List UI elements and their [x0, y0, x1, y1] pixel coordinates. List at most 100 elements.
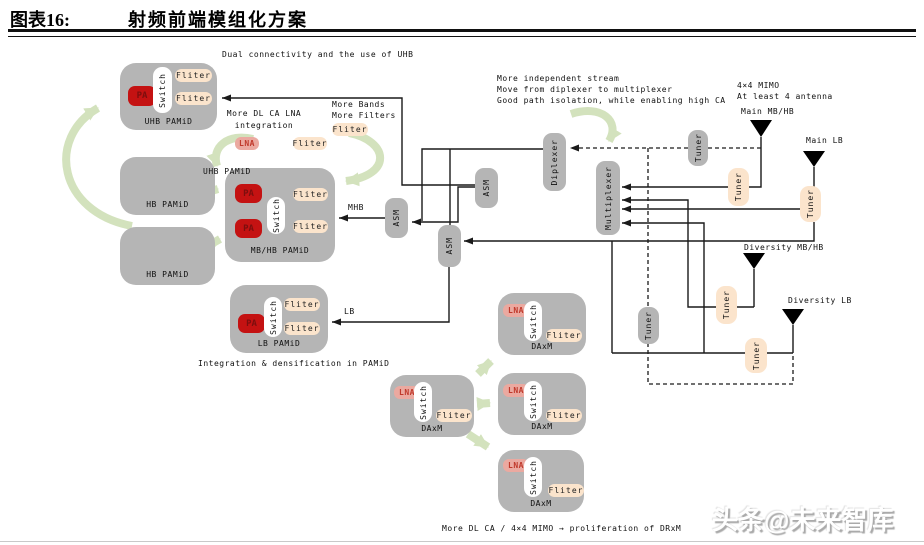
module-label: MB/HB PAMiD	[250, 246, 310, 255]
wire-lb-to-lbpamid	[332, 267, 450, 326]
pa-badge: PA	[238, 314, 265, 333]
module-label: DAxM	[531, 342, 553, 351]
filter-badge: Fliter	[546, 329, 582, 342]
switch-badge: Switch	[524, 381, 542, 421]
note-more-dl-ca-2: integration	[234, 121, 294, 130]
wire-diplexer-down	[421, 148, 545, 221]
tuner-3: Tuner	[800, 186, 821, 222]
mbhb-pamid-module: PA PA Switch Fliter Fliter MB/HB PAMiD	[225, 168, 335, 262]
note-dual-connectivity: Dual connectivity and the use of UHB	[222, 50, 414, 59]
note-bottom: More DL CA / 4×4 MIMO → proliferation of…	[442, 524, 682, 533]
wire-mainmbhb-to-mux	[622, 137, 762, 191]
note-mimo-2: At least 4 antenna	[737, 92, 833, 101]
switch-badge: Switch	[414, 382, 432, 422]
multiplexer: Multiplexer	[596, 161, 620, 235]
note-more-dl-ca-1: More DL CA LNA	[226, 109, 302, 118]
tuner-1: Tuner	[688, 130, 708, 166]
lna-badge: LNA	[235, 137, 259, 150]
title-divider	[8, 29, 916, 37]
tuner-2: Tuner	[728, 168, 749, 206]
antenna-icons	[743, 120, 825, 325]
switch-badge: Switch	[264, 297, 282, 337]
filter-badge: Fliter	[284, 322, 320, 335]
asm-3: ASM	[438, 225, 461, 267]
green-arrow-daxm-up	[475, 358, 494, 377]
asm-2: ASM	[475, 168, 498, 208]
daxm-module-3: LNA Switch Fliter DAxM	[498, 373, 586, 435]
note-more-filters: More Filters	[332, 111, 396, 120]
filter-badge: Fliter	[292, 137, 328, 150]
filter-badge: Fliter	[436, 409, 472, 422]
note-more-bands: More Bands	[332, 100, 386, 109]
lna-badge: LNA	[503, 384, 529, 397]
antenna-diversity-mbhb-icon	[743, 253, 765, 269]
dashed-wires	[570, 144, 794, 385]
switch-badge: Switch	[267, 197, 285, 234]
filter-badge: Fliter	[293, 188, 328, 201]
figure-number: 图表16:	[10, 10, 70, 30]
wire-dashed-bottom-loop	[647, 343, 794, 385]
hb-pamid-module-1: HB PAMiD	[120, 157, 215, 215]
lna-badge: LNA	[503, 459, 529, 472]
antenna-label-main-lb: Main LB	[806, 136, 844, 145]
filter-badge: Fliter	[175, 69, 212, 82]
daxm-module-2: LNA Switch Fliter DAxM	[498, 293, 586, 355]
lb-pamid-module: PA Switch Fliter Fliter LB PAMiD	[230, 285, 328, 353]
module-label: DAxM	[531, 422, 553, 431]
daxm-module-4: LNA Switch Fliter DAxM	[498, 450, 584, 512]
lna-badge: LNA	[503, 304, 529, 317]
switch-badge: Switch	[524, 301, 542, 341]
antenna-label-main-mbhb: Main MB/HB	[741, 107, 795, 116]
antenna-main-lb-icon	[803, 151, 825, 167]
pa-badge: PA	[235, 184, 262, 203]
tuner-6: Tuner	[745, 338, 767, 373]
antenna-label-diversity-lb: Diversity LB	[788, 296, 852, 305]
note-mimo-1: 4×4 MIMO	[737, 81, 780, 90]
wire-mainlb-to-asm3	[464, 222, 815, 245]
switch-badge: Switch	[153, 67, 172, 113]
green-arrow-daxm-down	[465, 430, 491, 451]
lna-badge: LNA	[394, 386, 420, 399]
filter-badge: Fliter	[332, 123, 368, 136]
module-label: HB PAMiD	[146, 270, 189, 279]
daxm-module-1: LNA Switch Fliter DAxM	[390, 375, 474, 437]
bottom-divider	[0, 541, 924, 542]
hb-pamid-module-2: HB PAMiD	[120, 227, 215, 285]
note-independent-2: Move from diplexer to multiplexer	[497, 85, 673, 94]
green-arrow-daxm-right	[476, 397, 491, 411]
tuner-5: Tuner	[638, 307, 659, 344]
wire-asm2-to-asm1	[412, 186, 477, 226]
pa-badge: PA	[128, 86, 156, 106]
tuner-4: Tuner	[716, 286, 737, 324]
module-label: LB PAMiD	[257, 339, 301, 348]
watermark: 头条@未来智库	[712, 505, 894, 535]
wire-label-mhb: MHB	[348, 203, 364, 212]
note-independent-1: More independent stream	[497, 74, 620, 83]
green-arrow-hb-to-uhb	[62, 104, 133, 230]
filter-badge: Fliter	[293, 220, 328, 233]
switch-badge: Switch	[524, 457, 542, 497]
filter-badge: Fliter	[175, 92, 212, 105]
wire-to-uhb-pamid	[222, 94, 475, 186]
wire-divlb-to-mux	[622, 219, 705, 353]
diplexer: Diplexer	[543, 133, 566, 191]
uhb-pamid-module: PA Switch Fliter Fliter UHB PAMiD	[120, 63, 217, 130]
antenna-label-diversity-mbhb: Diversity MB/HB	[744, 243, 824, 252]
asm-1: ASM	[385, 198, 408, 238]
filter-badge: Fliter	[546, 409, 582, 422]
note-independent-3: Good path isolation, while enabling high…	[497, 96, 726, 105]
green-arrow-filter-to-mbhb	[345, 129, 385, 187]
filter-badge: Fliter	[548, 484, 584, 497]
antenna-main-mbhb-icon	[750, 120, 772, 137]
module-label: UHB PAMiD	[144, 117, 193, 126]
wire-label-lb: LB	[344, 307, 355, 316]
green-arrow-to-multiplexer	[569, 107, 622, 144]
note-pamid-integration: Integration & densification in PAMiD	[198, 359, 390, 368]
filter-badge: Fliter	[284, 298, 320, 311]
pa-badge: PA	[235, 219, 262, 238]
page-title: 射频前端模组化方案	[128, 10, 308, 30]
module-label: DAxM	[530, 499, 552, 508]
uhb-pamid-overlay-label: UHB PAMiD	[203, 167, 251, 176]
antenna-diversity-lb-icon	[782, 309, 804, 325]
